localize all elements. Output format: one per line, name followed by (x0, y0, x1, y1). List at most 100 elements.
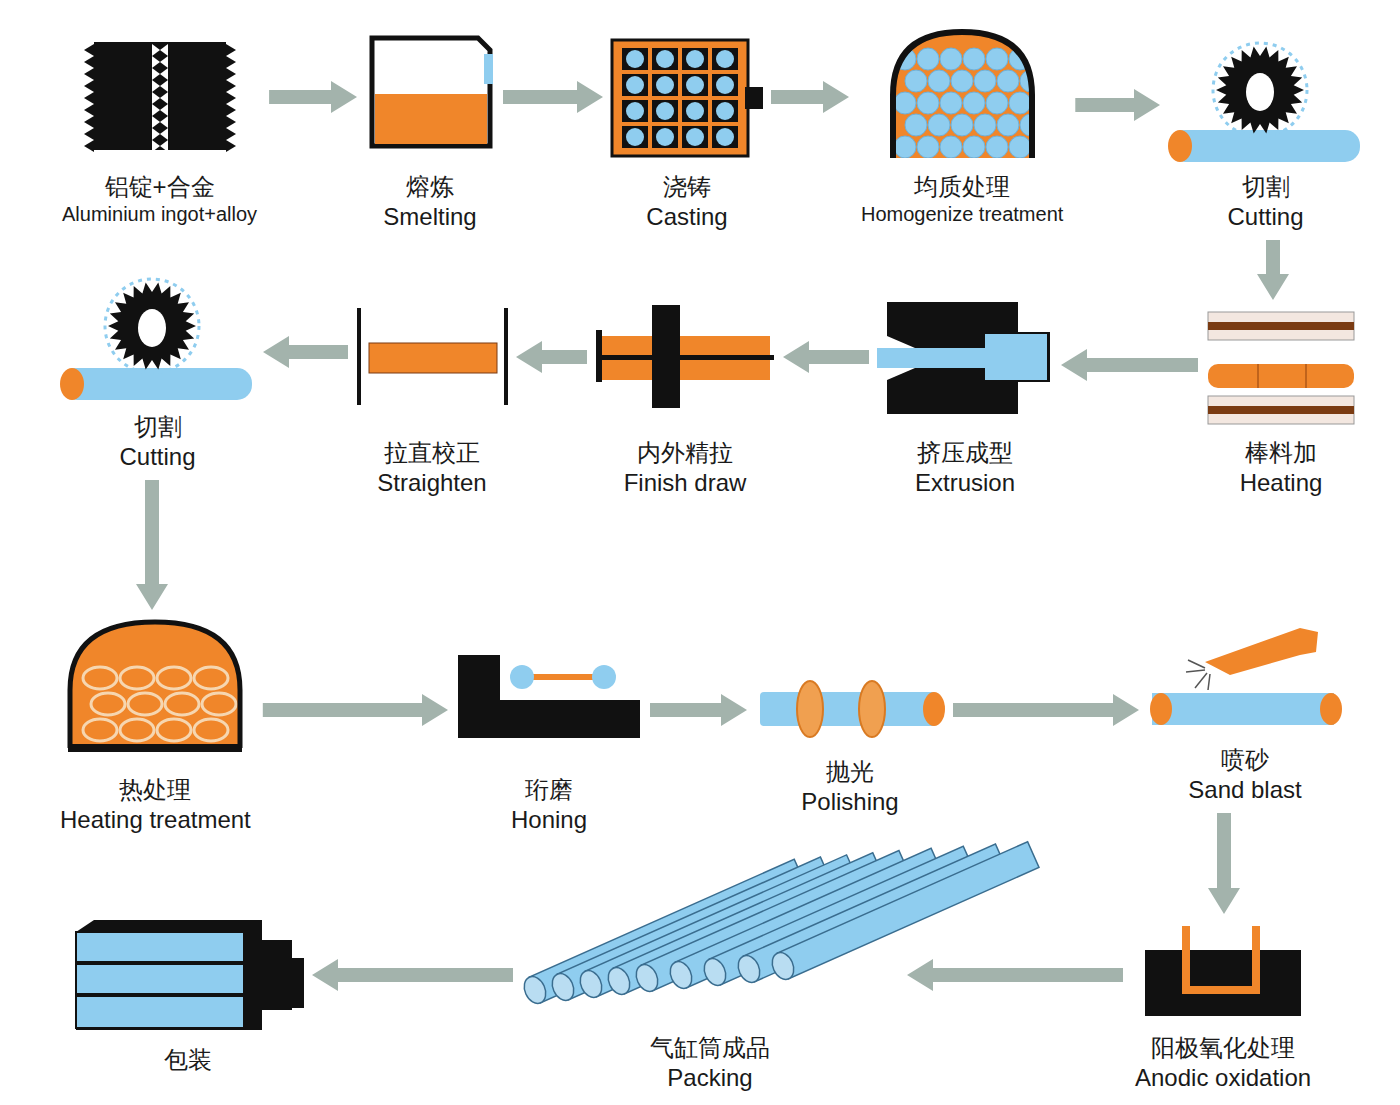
process-step: 均质处理Homogenize treatment (857, 30, 1067, 227)
cast-billet (626, 102, 644, 120)
billet-end (1009, 92, 1031, 114)
polishing-wheel (859, 681, 885, 737)
step-name-zh: 切割 (1172, 172, 1359, 202)
mould-cell (712, 100, 738, 122)
ingot-gap (152, 140, 160, 152)
ingot-tooth (84, 56, 94, 68)
ingot-tooth (226, 68, 236, 80)
mould-cell (682, 126, 708, 148)
mould-cell (622, 126, 648, 148)
billet-end (963, 136, 985, 158)
tube-loop (91, 693, 125, 715)
step-name-en: Heating treatment (60, 805, 251, 835)
molten-metal (375, 94, 487, 144)
step-name-zh: 浇铸 (615, 172, 759, 202)
mould-cell (652, 74, 678, 96)
ingot-tooth (226, 104, 236, 116)
tube-stack (83, 667, 236, 741)
cast-billet (656, 102, 674, 120)
step-name-en: Extrusion (881, 468, 1049, 498)
process-step: 棒料加Heating (1206, 308, 1356, 498)
flow-arrow (1257, 240, 1289, 300)
casting-mould (612, 40, 748, 156)
ingot-gap (160, 44, 168, 56)
billet-stack (894, 48, 1042, 158)
package-stack (76, 920, 262, 1030)
billet-end (894, 92, 916, 114)
process-step: 热处理Heating treatment (56, 618, 255, 835)
ingot-teeth (84, 44, 236, 152)
flow-arrow (1061, 349, 1198, 381)
step-name-zh: 珩磨 (460, 775, 638, 805)
sandblast-gun (1205, 628, 1318, 675)
step-name-zh: 气缸筒成品 (525, 1033, 895, 1063)
step-name-zh: 热处理 (60, 775, 251, 805)
step-name-zh: 铝锭+合金 (62, 172, 257, 202)
polished-tube (760, 692, 936, 726)
mould-cell (712, 48, 738, 70)
billet-end (940, 48, 962, 70)
flow-arrow (516, 341, 587, 373)
cast-billet (716, 102, 734, 120)
billet-end (940, 136, 962, 158)
stretcher-jaw (504, 308, 508, 405)
mould-cell (622, 74, 648, 96)
step-name-en: Heating (1210, 468, 1352, 498)
billet-end (974, 70, 996, 92)
mould-cell (652, 48, 678, 70)
ingot-gap (160, 128, 168, 140)
cast-billet (686, 102, 704, 120)
honing-machine (458, 655, 640, 738)
billet-end (974, 114, 996, 136)
heater-strip (1208, 406, 1354, 414)
ingot-gap (152, 128, 160, 140)
heater-plate (1208, 312, 1354, 340)
tube-loop (83, 719, 117, 741)
ingot-tooth (84, 104, 94, 116)
ingot-gap (160, 104, 168, 116)
ingot-tooth (84, 80, 94, 92)
furnace-floor (68, 744, 242, 752)
straightened-bar (369, 343, 497, 373)
tube-loop (120, 667, 154, 689)
process-step: 浇铸Casting (611, 38, 763, 232)
cast-billet (716, 76, 734, 94)
heat-furnace (70, 622, 240, 748)
billet-end (986, 92, 1008, 114)
mould-cell (622, 48, 648, 70)
cast-billet (626, 128, 644, 146)
ingot-gap (152, 80, 160, 92)
pot-spout (484, 54, 493, 84)
cast-billet (686, 76, 704, 94)
ingot-tooth (84, 140, 94, 152)
step-name-zh: 包装 (76, 1045, 300, 1075)
flow-arrow (263, 694, 448, 726)
process-step: 阳极氧化处理Anodic oxidation (1131, 922, 1315, 1093)
cast-billet (626, 50, 644, 68)
step-name-en: Finish draw (599, 468, 771, 498)
ingot-tooth (84, 116, 94, 128)
step-name-en: Aluminium ingot+alloy (62, 202, 257, 227)
process-step: 拉直校正Straighten (356, 306, 508, 498)
tube-end (60, 368, 84, 400)
mould-cell (682, 48, 708, 70)
mould-cell (622, 100, 648, 122)
ingot-tooth (84, 128, 94, 140)
billet-end (986, 136, 1008, 158)
billet-end (928, 70, 950, 92)
step-name-en: Anodic oxidation (1135, 1063, 1311, 1093)
furnace-dome (893, 32, 1032, 158)
process-step: 铝锭+合金Aluminium ingot+alloy (58, 38, 261, 227)
flow-arrow (650, 694, 747, 726)
step-name-en: Sand blast (1151, 775, 1339, 805)
casting-grid (622, 48, 738, 148)
process-step: 抛光Polishing (755, 678, 945, 817)
step-name-en: Homogenize treatment (861, 202, 1063, 227)
ingot-tooth (84, 92, 94, 104)
cutting-saw (1168, 43, 1360, 162)
saw-hole (138, 309, 166, 347)
extrusion-billet (985, 334, 1047, 380)
step-name-zh: 切割 (64, 412, 251, 442)
step-name-zh: 棒料加 (1210, 438, 1352, 468)
ingot-gap (152, 116, 160, 128)
